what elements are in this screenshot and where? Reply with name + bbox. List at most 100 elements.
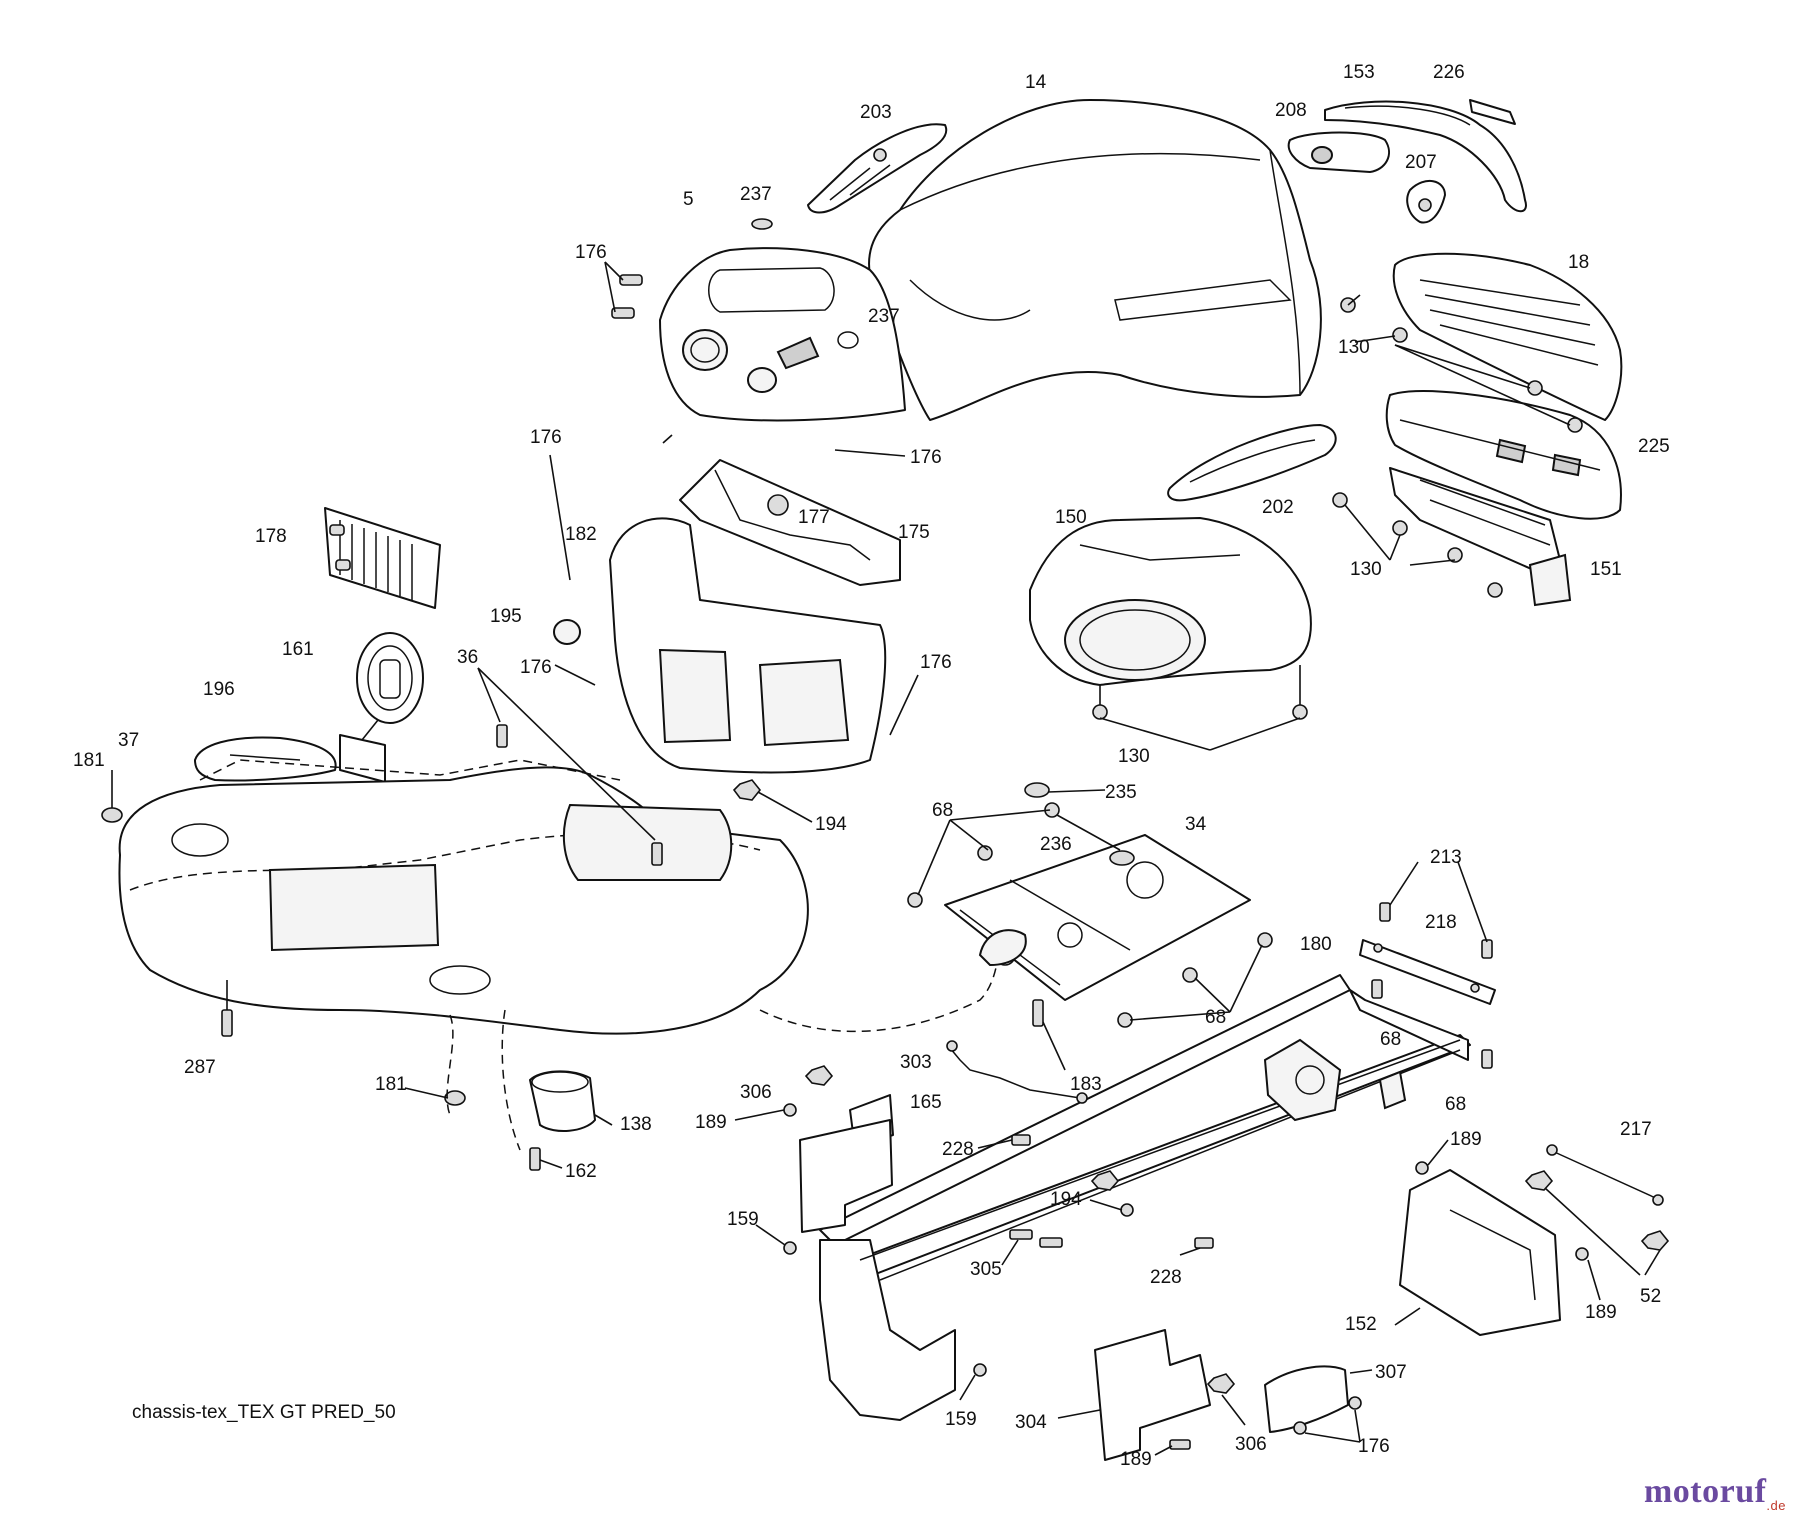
- nut-306a: [804, 1065, 834, 1086]
- rod-part-165: [946, 1040, 1088, 1104]
- bolts-213: [1379, 861, 1493, 959]
- screw-189a: [734, 1103, 797, 1121]
- leader-176d: [554, 664, 596, 686]
- callout-180: 180: [1300, 934, 1332, 955]
- callout-52: 52: [1640, 1286, 1661, 1307]
- detail-inset-161: [339, 632, 424, 783]
- leader-176c: [834, 449, 906, 457]
- bracket-part-202: [1167, 424, 1337, 502]
- callout-130c: 130: [1118, 746, 1150, 767]
- screws-176-bottom: [1293, 1396, 1362, 1443]
- pedestal-part-182: [609, 517, 887, 774]
- callout-236: 236: [1040, 834, 1072, 855]
- watermark-suffix: .de: [1766, 1498, 1786, 1513]
- crossbar-part-218: [1359, 939, 1496, 1005]
- callout-176a: 176: [575, 242, 607, 263]
- shroud-part-150: [1029, 517, 1312, 751]
- cap-part-195: [553, 619, 581, 645]
- console-part-196: [194, 736, 337, 782]
- callout-213: 213: [1430, 847, 1462, 868]
- plug-part-237a: [751, 218, 773, 230]
- fasteners-176a: [604, 261, 643, 319]
- callout-178: 178: [255, 526, 287, 547]
- callout-152: 152: [1345, 1314, 1377, 1335]
- lens-part-207: [1406, 180, 1446, 224]
- screw-189d: [1154, 1439, 1191, 1456]
- callout-208: 208: [1275, 100, 1307, 121]
- grommet-181b: [404, 1087, 466, 1106]
- callout-151: 151: [1590, 559, 1622, 580]
- callout-18: 18: [1568, 252, 1589, 273]
- plate-part-304: [1057, 1329, 1211, 1461]
- callout-306a: 306: [740, 1082, 772, 1103]
- mount-plate-part-34: [944, 834, 1251, 1001]
- callout-162: 162: [565, 1161, 597, 1182]
- dash-trim-part-203: [807, 123, 948, 214]
- callout-189a: 189: [695, 1112, 727, 1133]
- dash-panel-part-5: [659, 247, 906, 422]
- cable-routing: [759, 919, 1001, 1033]
- bolt-287: [221, 980, 233, 1037]
- boot-part-138: [529, 1070, 613, 1132]
- callout-161: 161: [282, 639, 314, 660]
- callout-150: 150: [1055, 507, 1087, 528]
- callout-68b: 68: [1205, 1007, 1226, 1028]
- callout-203: 203: [860, 102, 892, 123]
- callout-36: 36: [457, 647, 478, 668]
- pin-228a: [977, 1134, 1031, 1149]
- callout-307: 307: [1375, 1362, 1407, 1383]
- callout-287: 287: [184, 1057, 216, 1078]
- callout-165: 165: [910, 1092, 942, 1113]
- callout-177: 177: [798, 507, 830, 528]
- bolt-183: [1032, 999, 1066, 1071]
- nuts-52: [1524, 1170, 1670, 1276]
- nut-306b: [1206, 1373, 1246, 1426]
- callout-228b: 228: [1150, 1267, 1182, 1288]
- trim-strip-part-153: [1324, 100, 1527, 213]
- leader-176b: [662, 434, 673, 444]
- callout-304: 304: [1015, 1412, 1047, 1433]
- grille-part-18: [1392, 252, 1623, 421]
- watermark-text: motoruf: [1643, 1473, 1767, 1511]
- callout-34: 34: [1185, 814, 1207, 835]
- callout-207: 207: [1405, 152, 1437, 173]
- watermark-logo: motoruf.de: [1644, 1473, 1786, 1513]
- cable-routing-2: [446, 1014, 454, 1116]
- callout-153: 153: [1343, 62, 1375, 83]
- callout-183: 183: [1070, 1074, 1102, 1095]
- callout-226: 226: [1433, 62, 1465, 83]
- guard-part-152: [1394, 1169, 1561, 1336]
- clip-part-226: [1469, 99, 1516, 125]
- callout-176e: 176: [920, 652, 952, 673]
- callout-138: 138: [620, 1114, 652, 1135]
- callout-68a: 68: [932, 800, 953, 821]
- bolts-305: [1001, 1229, 1063, 1266]
- hood-part-14: [868, 99, 1322, 421]
- frame-part-180: [819, 974, 1471, 1421]
- callout-176c: 176: [910, 447, 942, 468]
- callout-196: 196: [203, 679, 235, 700]
- grommet-181a: [101, 770, 123, 823]
- callout-228a: 228: [942, 1139, 974, 1160]
- wire-harness-175: [679, 459, 901, 586]
- callout-189b: 189: [1450, 1129, 1482, 1150]
- bolts-68-frame: [1371, 979, 1493, 1069]
- callout-176f: 176: [1358, 1436, 1390, 1457]
- callout-130a: 130: [1338, 337, 1370, 358]
- callout-68d: 68: [1445, 1094, 1466, 1115]
- screws-159: [755, 1224, 987, 1401]
- callout-14: 14: [1025, 72, 1047, 93]
- callout-237a: 237: [740, 184, 772, 205]
- callout-195: 195: [490, 606, 522, 627]
- callout-194a: 194: [815, 814, 847, 835]
- leader-176e: [889, 674, 919, 736]
- headlight-part-208: [1287, 131, 1390, 173]
- screws-189-right: [1415, 1139, 1601, 1301]
- callout-225: 225: [1638, 436, 1670, 457]
- nut-194a: [732, 779, 813, 823]
- cable-routing-3: [501, 1009, 521, 1151]
- pin-228b: [1179, 1237, 1214, 1256]
- callout-175: 175: [898, 522, 930, 543]
- callout-159a: 159: [727, 1209, 759, 1230]
